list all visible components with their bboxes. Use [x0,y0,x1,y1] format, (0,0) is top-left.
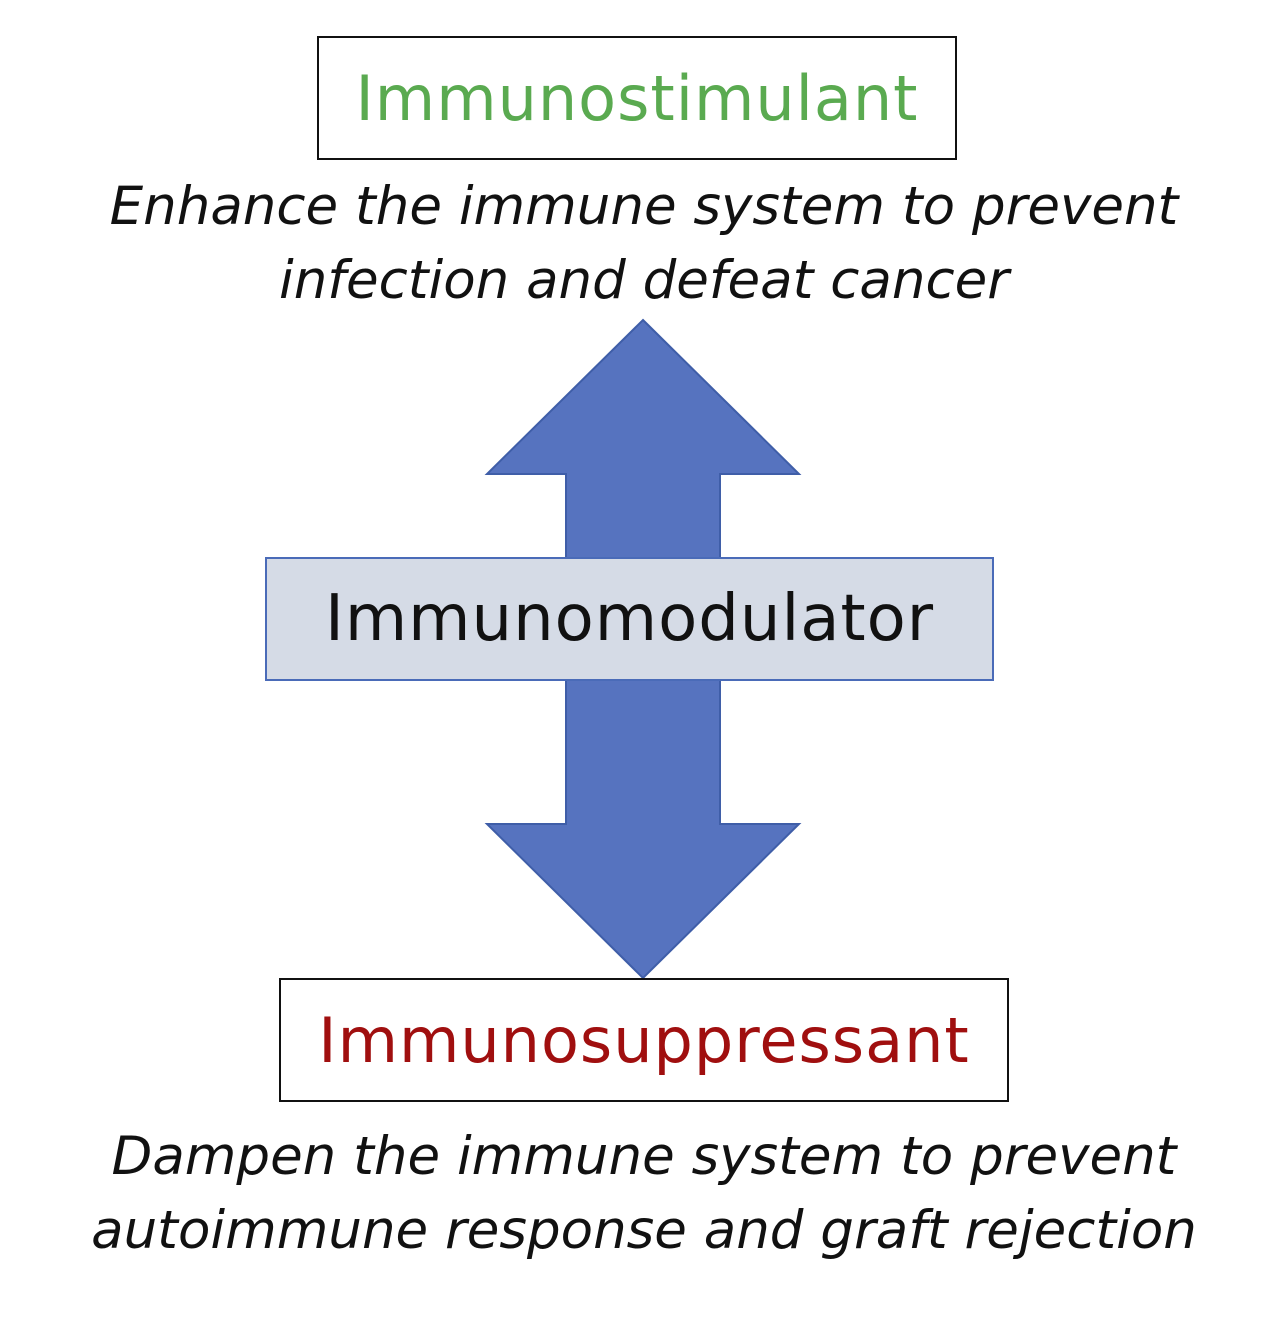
immunosuppressant-label: Immunosuppressant [318,1003,970,1077]
immunostimulant-label: Immunostimulant [355,61,919,135]
immunostimulant-caption-line: Enhance the immune system to prevent [109,176,1179,237]
immunostimulant-caption-line: infection and defeat cancer [278,250,1010,311]
immunosuppressant-caption-line: autoimmune response and graft rejection [91,1200,1197,1261]
immunosuppressant-caption: Dampen the immune system to prevent auto… [0,1120,1288,1268]
immunostimulant-box: Immunostimulant [317,36,957,160]
immunomodulator-label: Immunomodulator [324,582,935,656]
immunomodulator-box: Immunomodulator [265,557,994,681]
immunosuppressant-caption-line: Dampen the immune system to prevent [111,1126,1177,1187]
immunostimulant-caption: Enhance the immune system to prevent inf… [0,170,1288,318]
immunosuppressant-box: Immunosuppressant [279,978,1009,1102]
